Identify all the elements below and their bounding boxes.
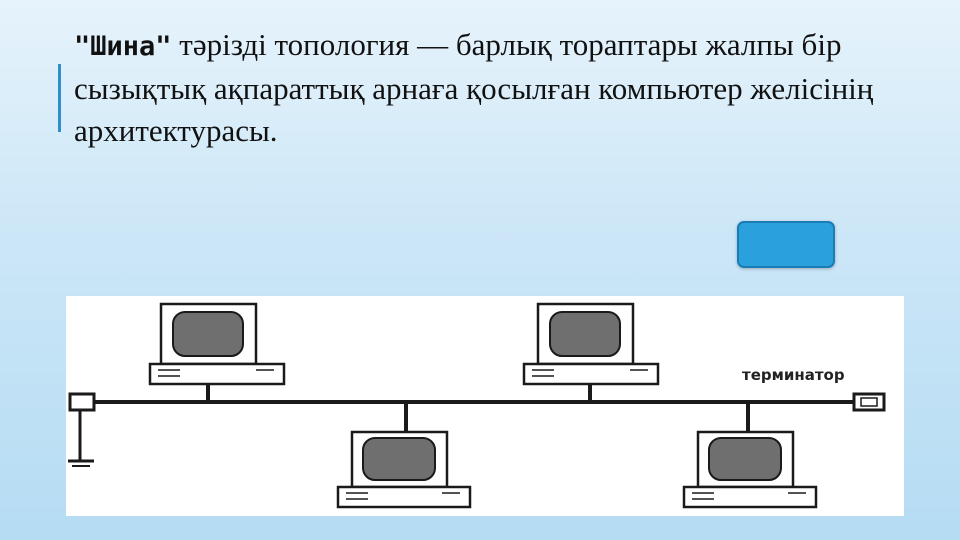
title-bold-term: "Шина" bbox=[74, 31, 172, 62]
monitor-screen bbox=[549, 311, 621, 357]
computer-top-right bbox=[522, 302, 660, 402]
system-unit bbox=[336, 485, 472, 509]
system-unit bbox=[522, 362, 660, 386]
title-definition: тәрізді топология — барлық тораптары жал… bbox=[74, 27, 874, 148]
right-terminator bbox=[852, 392, 886, 412]
system-unit bbox=[682, 485, 818, 509]
accent-bar bbox=[58, 64, 61, 132]
computer-bottom-right bbox=[682, 402, 818, 509]
bus-topology-diagram: терминатор bbox=[66, 296, 904, 516]
computer-bottom-left bbox=[336, 402, 472, 509]
monitor-screen bbox=[172, 311, 244, 357]
slide-title: "Шина" тәрізді топология — барлық торапт… bbox=[74, 24, 944, 152]
terminator-label: терминатор bbox=[742, 366, 845, 384]
computer-top-left bbox=[148, 302, 286, 402]
action-button[interactable] bbox=[737, 221, 835, 268]
system-unit bbox=[148, 362, 286, 386]
diagram-canvas: терминатор bbox=[68, 302, 886, 509]
monitor-screen bbox=[362, 437, 436, 481]
monitor-screen bbox=[708, 437, 782, 481]
left-terminator bbox=[68, 392, 96, 467]
